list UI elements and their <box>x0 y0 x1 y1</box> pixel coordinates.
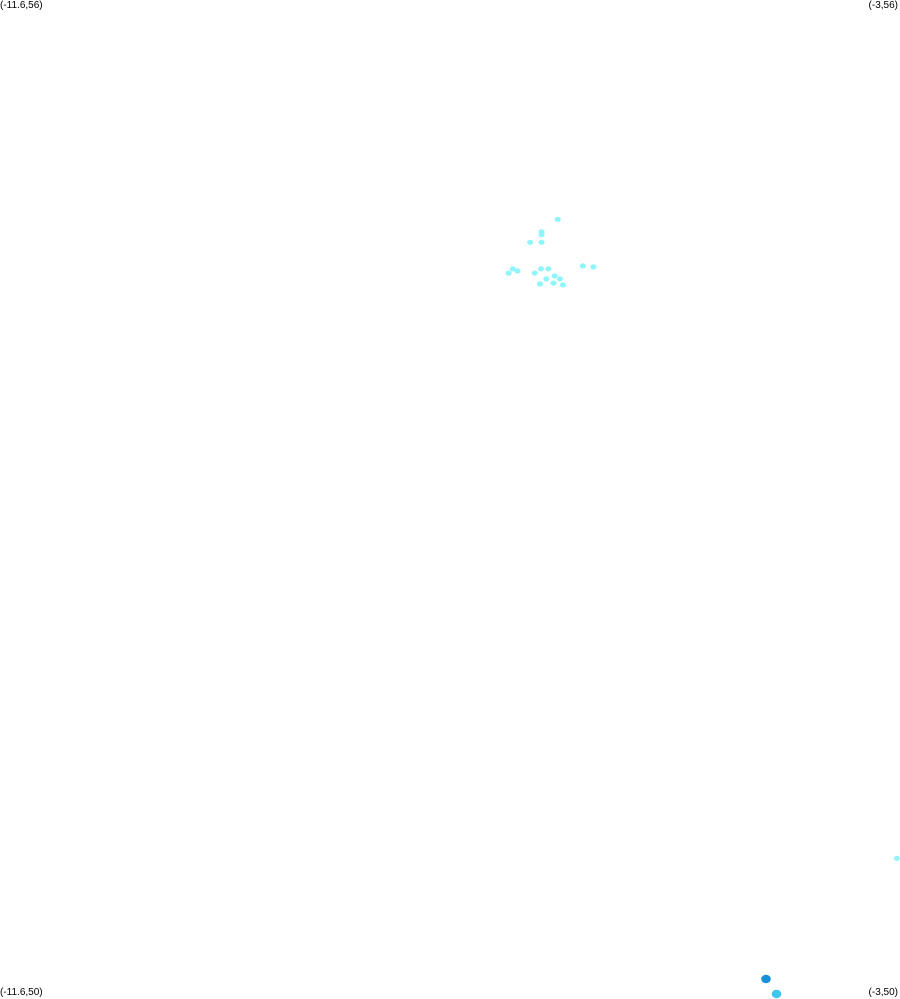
data-patch-light <box>560 282 566 288</box>
data-patch-light <box>509 266 516 272</box>
data-patch-light <box>543 276 550 282</box>
data-patch-dark <box>761 974 771 984</box>
data-patch-light <box>551 273 558 279</box>
data-patch-light <box>537 281 543 287</box>
data-patch-light <box>505 270 512 276</box>
data-patch-light <box>538 239 545 245</box>
corner-coordinate-top-right: (-3,56) <box>868 0 898 11</box>
data-patch-light <box>550 280 557 286</box>
data-patch-light <box>579 263 586 269</box>
data-patch-light <box>527 239 534 245</box>
data-patch-light <box>556 276 563 282</box>
data-patch-light <box>545 266 552 272</box>
data-patch-light <box>531 270 538 276</box>
data-patch-light <box>893 855 900 861</box>
data-patch-light <box>590 264 597 270</box>
corner-coordinate-bottom-right: (-3,50) <box>868 987 898 998</box>
data-patch-light <box>538 266 544 272</box>
data-patch-light <box>538 232 545 238</box>
corner-coordinate-bottom-left: (-11.6,50) <box>0 987 43 998</box>
data-patch-light <box>554 216 561 222</box>
data-patch-light <box>514 268 521 274</box>
corner-coordinate-top-left: (-11.6,56) <box>0 0 43 11</box>
data-patch-mid <box>771 989 782 999</box>
